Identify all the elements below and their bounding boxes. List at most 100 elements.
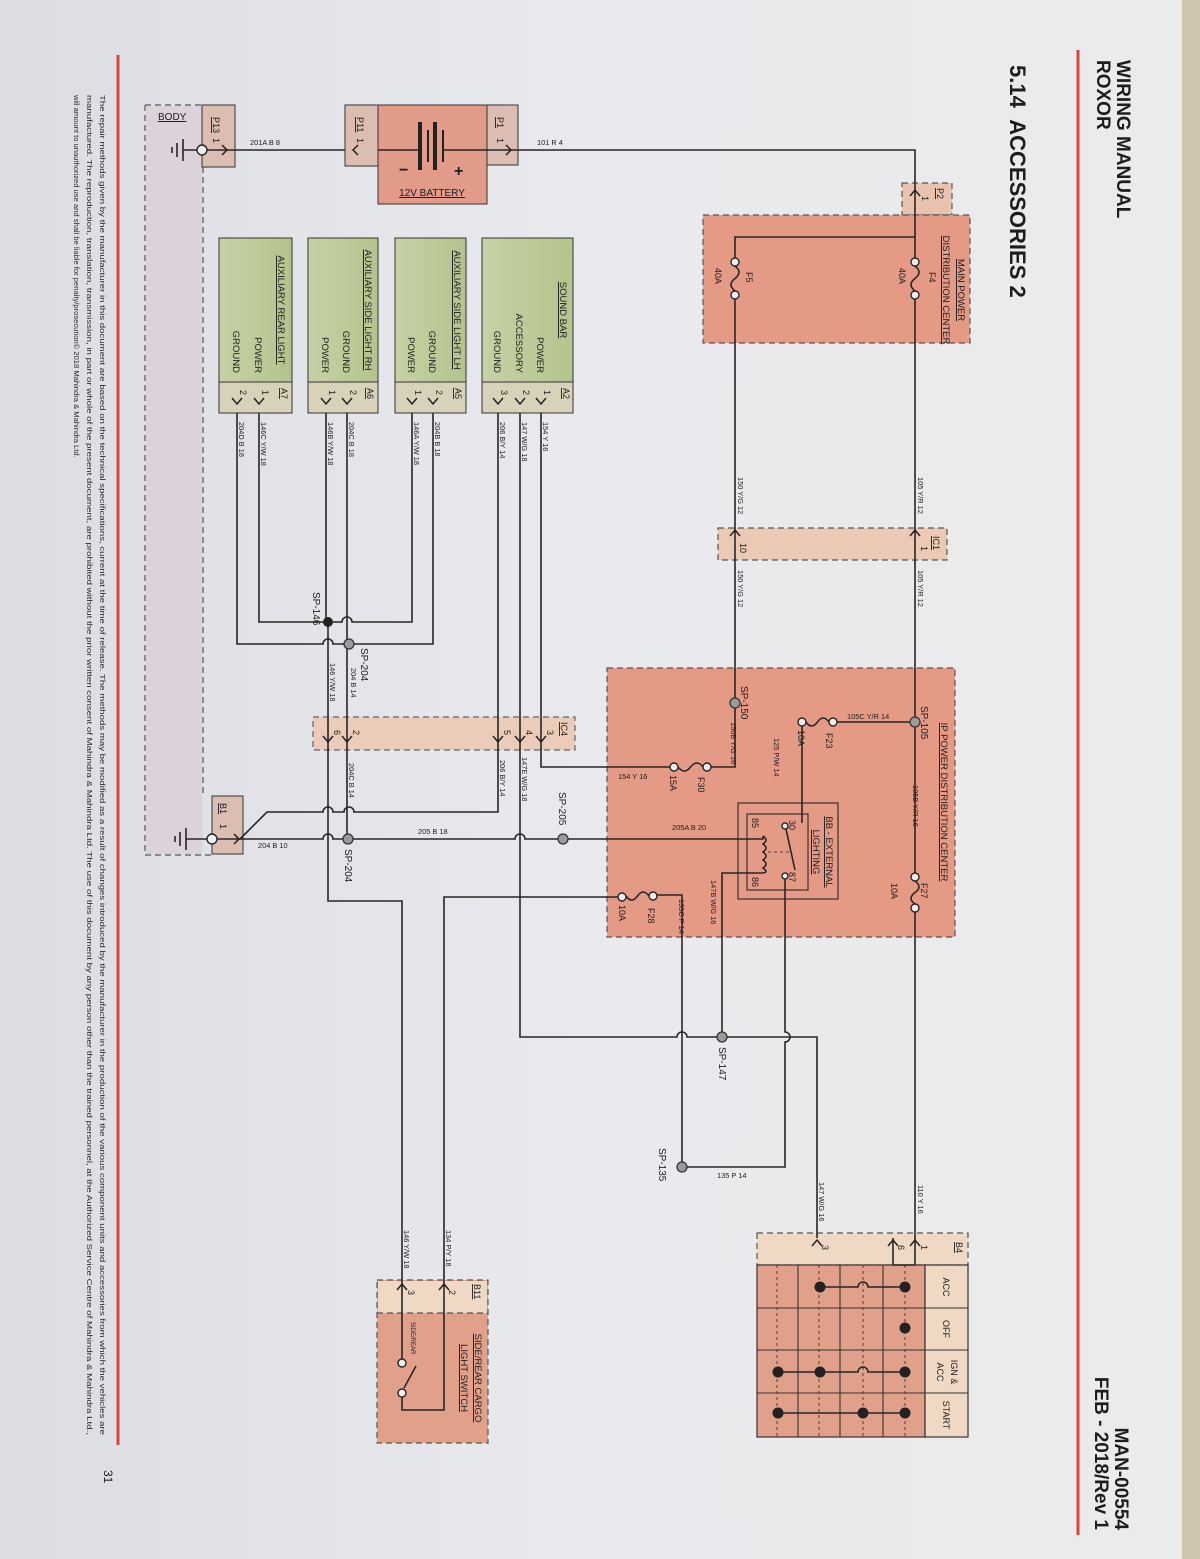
wire-label: 146B Y/W 18 (326, 422, 335, 465)
vehicle-name: ROXOR (1092, 60, 1113, 130)
relay-pin-86: 86 (750, 877, 760, 887)
p13-connector (201, 104, 236, 168)
wire-label: 150B Y/G 16 (729, 722, 738, 764)
wire-label: 201A B 8 (250, 138, 280, 147)
wire-label: 146 Y/W 18 (402, 1230, 411, 1268)
ic4-pin: 2 (351, 730, 361, 735)
connector-id: A7 (279, 388, 289, 399)
position-ign-acc: ACC (935, 1362, 945, 1382)
splice-sp-204-lower (342, 833, 354, 845)
wire-label: 146C Y/W 18 (259, 422, 268, 466)
fuse-id: F5 (744, 272, 754, 283)
component-title: AUXILIARY SIDE LIGHT LH (451, 250, 462, 369)
splice-label: SP-147 (716, 1047, 727, 1081)
relay-title: LIGHTING (810, 830, 821, 875)
ic4-pin: 4 (524, 730, 534, 735)
relay-inner (746, 813, 809, 891)
wire-label: 134 P/Y 18 (444, 1230, 453, 1266)
switch-terminal (397, 1388, 407, 1398)
pin-function: GROUND (426, 331, 437, 373)
ic4-label: IC4 (559, 722, 569, 736)
wire-label: 205A B 20 (672, 823, 706, 832)
pin-function: GROUND (340, 331, 351, 373)
wire-label: 204B B 18 (433, 422, 442, 457)
wire-label: 204 B 14 (349, 668, 358, 698)
p2-label: P2 (935, 188, 945, 199)
ic1-label: IC1 (931, 536, 941, 550)
connector-id: A5 (453, 388, 463, 399)
wire-label: 105 Y/R 12 (916, 477, 925, 514)
p11-connector (344, 104, 379, 167)
splice-sp-147 (716, 1031, 728, 1043)
b4-pin: 1 (919, 1245, 929, 1250)
wire-label: 125 P/W 14 (772, 738, 781, 777)
wire-label: 105C Y/R 14 (847, 712, 889, 721)
splice-sp-135 (676, 1161, 688, 1173)
splice-label: SP-105 (918, 706, 929, 740)
wire-label: 150 Y/G 12 (736, 570, 745, 607)
splice-label: SP-204 (342, 849, 353, 883)
switch-contact-label: SIDE/REAR (409, 1322, 415, 1355)
position-acc: ACC (941, 1277, 951, 1297)
pin-function: POWER (534, 337, 545, 373)
fuse-id: F4 (927, 272, 937, 283)
ic1-connector (717, 527, 948, 561)
manual-title: WIRING MANUAL (1112, 60, 1133, 219)
wire-label: 146A Y/W 18 (412, 422, 421, 465)
battery-symbol-icon (418, 122, 444, 170)
ground-icon (174, 828, 218, 850)
auxiliary-rear-light: AUXILIARY REAR LIGHT POWER GROUND A7 1 2 (218, 237, 293, 414)
ground-icon (171, 139, 208, 161)
splice-sp-105 (909, 716, 921, 728)
wire-label: 146 Y/W 18 (328, 663, 337, 701)
connector-arrow-icons (221, 144, 921, 1291)
relay-title: BB - EXTERNAL (823, 816, 834, 887)
splice-label: SP-135 (656, 1148, 667, 1182)
splice-sp-205 (557, 833, 569, 845)
splice-label: SP-150 (738, 686, 749, 720)
ic4-pin: 6 (332, 730, 342, 735)
fuse-rating: 40A (713, 268, 723, 284)
pin-number: 3 (499, 390, 509, 395)
wire-label: 204C B 14 (347, 763, 356, 798)
relay-pin-85: 85 (750, 818, 760, 828)
footer-line: The repair methods given by the manufact… (98, 95, 107, 1435)
wire-label: 205 B 18 (418, 827, 448, 836)
ic4-connector (312, 716, 576, 751)
pin-number: 2 (434, 390, 444, 395)
pin-number: 1 (260, 390, 270, 395)
fuse-rating: 15A (668, 775, 678, 791)
fuse-rating: 10A (796, 730, 806, 746)
pin-number: 1 (413, 390, 423, 395)
p13-pin: 1 (211, 138, 221, 143)
b1-label: B1 (218, 803, 228, 814)
wire-label: 204 B 10 (258, 841, 288, 850)
pin-number: 2 (521, 390, 531, 395)
b1-connector (211, 795, 244, 855)
component-title: AUXILIARY SIDE LIGHT RH (362, 250, 373, 371)
b4-pin: 6 (896, 1245, 906, 1250)
pin-function: POWER (319, 337, 330, 373)
pin-function: GROUND (230, 331, 241, 373)
fuse-icons (617, 257, 920, 913)
pin-function: ACCESSORY (513, 314, 524, 374)
switch-terminal (397, 1358, 407, 1368)
desk-edge (1182, 0, 1200, 1559)
ic4-pin: 5 (502, 730, 512, 735)
wire-label: 206 B/Y 14 (498, 760, 507, 796)
wire-label: 105 Y/R 12 (916, 570, 925, 607)
pin-number: 1 (542, 390, 552, 395)
fuse-id: F28 (646, 908, 656, 924)
revision: FEB - 2018/Rev 1 (1090, 1377, 1111, 1531)
body-boundary (144, 104, 212, 856)
wire-label: 154 Y 16 (541, 422, 550, 451)
p11-label: P11 (355, 117, 365, 132)
position-off: OFF (941, 1320, 951, 1338)
pin-number: 2 (238, 390, 248, 395)
wire-label: 135 P 14 (717, 1171, 746, 1180)
splice-sp-146 (323, 617, 333, 627)
wire-label: 147B W/G 16 (709, 880, 718, 924)
body-fill (146, 106, 202, 854)
sound-bar: SOUND BAR POWER ACCESSORY GROUND A2 1 2 … (481, 237, 574, 414)
